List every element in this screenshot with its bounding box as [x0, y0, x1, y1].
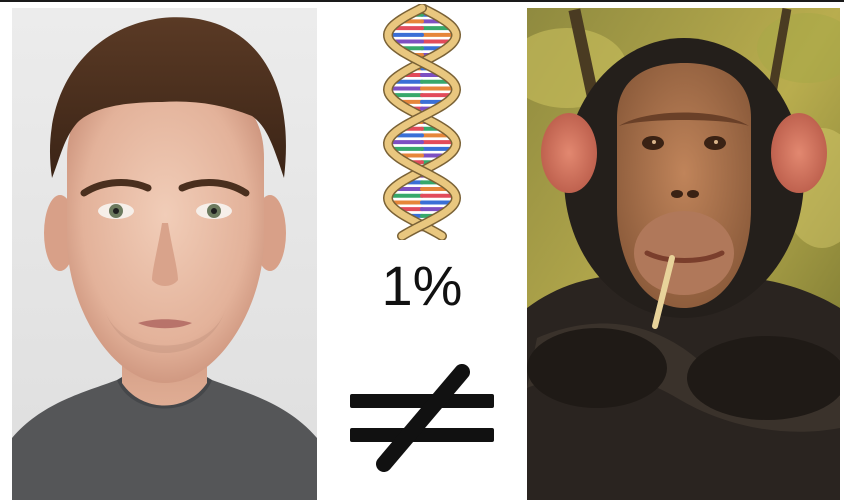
dna-difference-percentage: 1%	[381, 254, 463, 317]
human-portrait-photo	[12, 8, 317, 500]
dna-double-helix-icon	[382, 4, 462, 240]
dna-strand	[384, 4, 460, 240]
top-border-rule	[0, 0, 844, 2]
dna-strand	[384, 4, 460, 240]
chimpanzee-photo	[527, 8, 840, 500]
not-equal-bar-bottom	[350, 428, 494, 442]
not-equal-slash	[376, 364, 470, 472]
not-equal-icon	[350, 364, 494, 472]
comparison-center-column: 1%	[332, 4, 512, 500]
not-equal-bar-top	[350, 394, 494, 408]
chimpanzee-illustration	[527, 8, 840, 500]
human-portrait-illustration	[12, 8, 317, 500]
